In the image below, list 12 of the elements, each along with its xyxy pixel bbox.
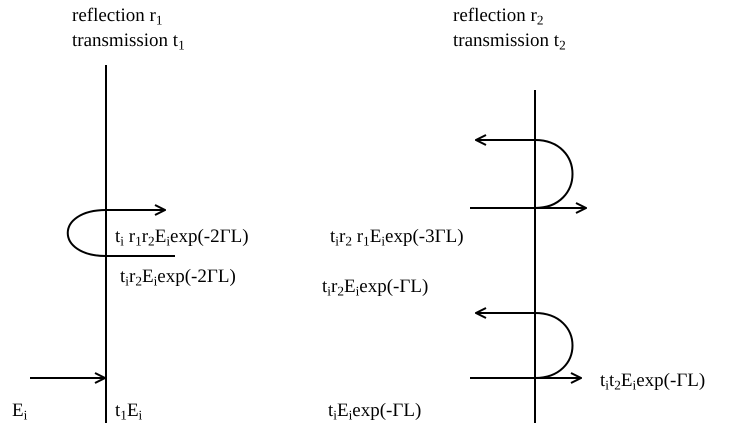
- formula-label: E$_{i}$: [12, 400, 28, 422]
- formula-label: t$_{i}$t$_{2}$E$_{i}$exp(-ΓL): [600, 370, 706, 392]
- formula-label: t$_{i}$r$_{2}$ r$_{1}$E$_{i}$exp(-3ΓL): [330, 226, 464, 248]
- formula-label: t$_{i}$r$_{2}$E$_{i}$exp(-ΓL): [322, 276, 428, 298]
- formula-label: transmission t$_{1}$: [72, 30, 185, 52]
- formula-label: t$_{i}$E$_{i}$exp(-ΓL): [328, 400, 422, 422]
- formula-label: t$_{i}$r$_{2}$E$_{i}$exp(-2ΓL): [120, 266, 236, 288]
- formula-label: reflection r$_{1}$: [72, 5, 163, 27]
- formula-label: transmission t$_{2}$: [453, 30, 566, 52]
- formula-label: t$_{i}$ r$_{1}$r$_{2}$E$_{i}$exp(-2ΓL): [115, 226, 249, 248]
- formula-label: reflection r$_{2}$: [453, 5, 544, 27]
- formula-label: t$_{1}$E$_{i}$: [115, 400, 142, 422]
